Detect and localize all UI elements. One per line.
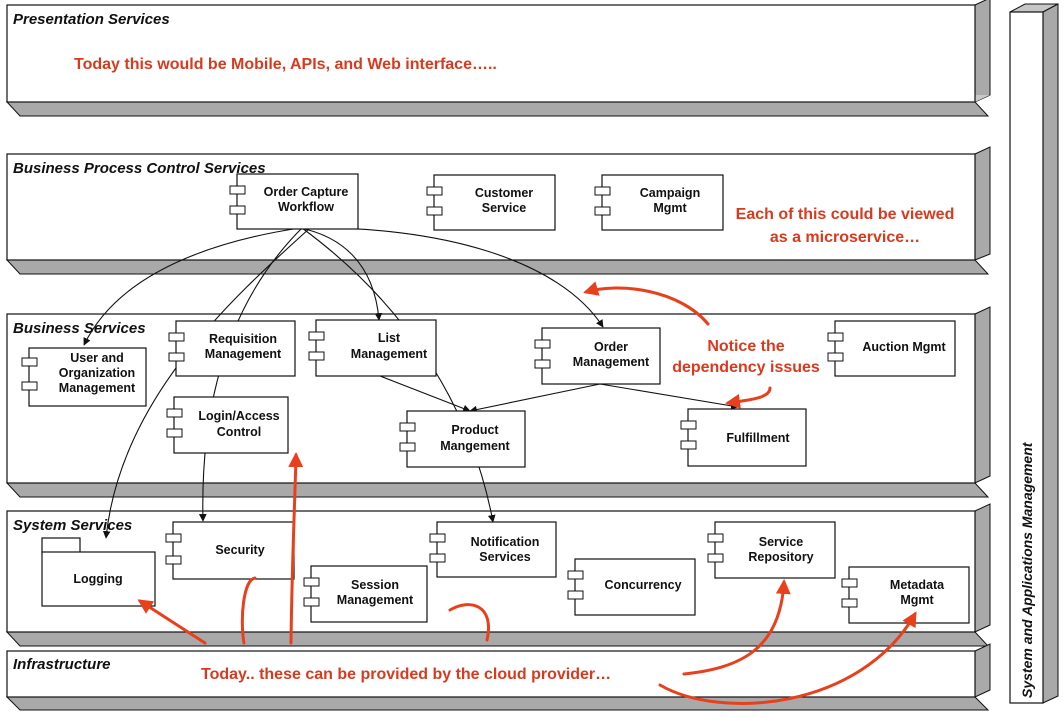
logging-label: Logging <box>73 572 122 586</box>
fulfillment-label: Fulfillment <box>726 431 790 445</box>
red-arrow-to-metadata <box>658 611 917 705</box>
red-arrow-to-login <box>288 452 304 645</box>
order-capture-label-1: Order Capture <box>264 185 349 199</box>
user-org-label-1: User and <box>70 351 124 365</box>
customer-service-label-1: Customer <box>475 186 533 200</box>
red-hook-security <box>240 576 257 645</box>
cloud-provider-note: Today.. these can be provided by the clo… <box>201 666 611 683</box>
component-list-mgmt: List Management <box>308 319 437 377</box>
security-label: Security <box>215 543 264 557</box>
layer-title-presentation: Presentation Services <box>13 11 170 28</box>
service-repo-label-2: Repository <box>748 550 813 564</box>
dependency-note-line-2: dependency issues <box>672 359 820 376</box>
layer-business-process: Business Process Control Services <box>5 146 991 275</box>
metadata-mgmt-label-2: Mgmt <box>900 593 934 607</box>
notification-label-1: Notification <box>471 535 540 549</box>
notification-label-2: Services <box>479 550 530 564</box>
metadata-mgmt-label-1: Metadata <box>890 578 945 592</box>
requisition-label-2: Management <box>205 347 282 361</box>
dependency-note-line-1: Notice the <box>707 338 784 355</box>
concurrency-label: Concurrency <box>604 578 681 592</box>
component-order-capture: Order Capture Workflow <box>229 173 359 230</box>
red-hook-session <box>448 603 490 642</box>
component-product-mgmt: Product Mangement <box>399 410 526 468</box>
product-mgmt-label-1: Product <box>451 423 499 437</box>
component-session-mgmt: Session Management <box>303 565 428 623</box>
campaign-mgmt-label-2: Mgmt <box>653 201 687 215</box>
component-fulfillment: Fulfillment <box>680 408 807 467</box>
user-org-label-2: Organization <box>59 366 135 380</box>
login-access-label-2: Control <box>217 425 261 439</box>
user-org-label-3: Management <box>59 381 136 395</box>
component-login-access: Login/Access Control <box>166 396 289 454</box>
dep-arrow-order-fulfill <box>599 383 739 410</box>
presentation-note: Today this would be Mobile, APIs, and We… <box>74 56 497 73</box>
layer-title-business-process: Business Process Control Services <box>13 160 266 177</box>
list-mgmt-label-1: List <box>378 331 401 345</box>
order-mgmt-label-2: Management <box>573 355 650 369</box>
microservice-note-line-1: Each of this could be viewed <box>736 206 955 223</box>
annotation-notes: Today this would be Mobile, APIs, and We… <box>74 56 954 683</box>
microservice-note-line-2: as a microservice… <box>770 229 920 246</box>
customer-service-label-2: Service <box>482 201 527 215</box>
layer-infrastructure: Infrastructure <box>5 643 991 711</box>
dep-arrow-list-product <box>379 375 471 413</box>
red-arrow-to-service-repo <box>682 579 791 676</box>
layer-presentation: Presentation Services <box>5 0 991 117</box>
red-arrow-to-order-mgmt <box>583 281 710 326</box>
component-concurrency: Concurrency <box>567 558 696 616</box>
component-notification: Notification Services <box>429 521 557 578</box>
login-access-label-1: Login/Access <box>198 409 279 423</box>
component-auction-mgmt: Auction Mgmt <box>827 320 956 377</box>
red-arrow-to-logging <box>137 599 207 645</box>
component-user-org: User and Organization Management <box>21 347 147 407</box>
dep-arrow-user-org <box>83 227 301 346</box>
order-capture-label-2: Workflow <box>278 200 334 214</box>
red-squiggle-dependency <box>725 386 772 409</box>
auction-mgmt-label: Auction Mgmt <box>862 340 946 354</box>
layer-title-infrastructure: Infrastructure <box>13 656 111 673</box>
dep-arrow-list <box>299 227 383 321</box>
layer-title-business-services: Business Services <box>13 320 146 337</box>
component-logging: Logging <box>41 537 156 607</box>
side-panel-title: System and Applications Management <box>1019 441 1035 698</box>
order-mgmt-label-1: Order <box>594 340 628 354</box>
product-mgmt-label-2: Mangement <box>440 439 510 453</box>
component-metadata-mgmt: Metadata Mgmt <box>841 566 970 624</box>
component-service-repo: Service Repository <box>707 521 836 579</box>
session-mgmt-label-1: Session <box>351 578 399 592</box>
annotation-arrows <box>137 281 917 705</box>
session-mgmt-label-2: Management <box>337 593 414 607</box>
component-requisition: Requisition Management <box>168 320 296 377</box>
component-customer-service: Customer Service <box>426 174 556 231</box>
component-security: Security <box>165 521 295 580</box>
campaign-mgmt-label-1: Campaign <box>640 186 700 200</box>
layer-title-system-services: System Services <box>13 517 132 534</box>
list-mgmt-label-2: Management <box>351 347 428 361</box>
requisition-label-1: Requisition <box>209 332 277 346</box>
side-panel-management: System and Applications Management <box>1009 3 1059 704</box>
component-order-mgmt: Order Management <box>534 327 661 385</box>
dep-arrow-order-product <box>469 383 601 414</box>
component-campaign-mgmt: Campaign Mgmt <box>594 174 724 231</box>
service-repo-label-1: Service <box>759 535 804 549</box>
